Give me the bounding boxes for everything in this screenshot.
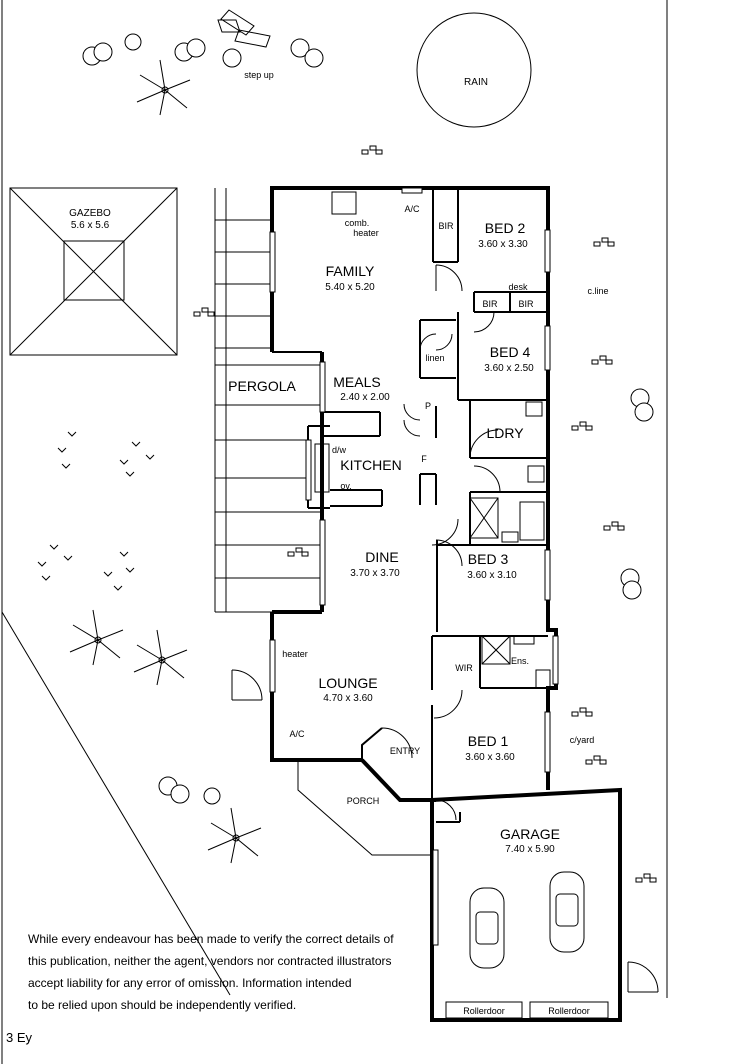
porch-label: PORCH	[347, 796, 380, 806]
bed3-size: 3.60 x 3.10	[467, 570, 517, 581]
c-line-label: c.line	[587, 286, 608, 296]
bed2-size: 3.60 x 3.30	[478, 239, 528, 250]
meals-size: 2.40 x 2.00	[340, 392, 390, 403]
linen-label: linen	[425, 353, 444, 363]
dine-size: 3.70 x 3.70	[350, 568, 400, 579]
pantry-label: P	[425, 401, 431, 411]
family-size: 5.40 x 5.20	[325, 282, 375, 293]
disclaimer-line: While every endeavour has been made to v…	[28, 932, 394, 946]
entry-label: ENTRY	[390, 746, 420, 756]
bed3-label: BED 3	[468, 551, 509, 567]
porch	[297, 760, 432, 856]
bir-right-label: BIR	[518, 299, 534, 309]
step-up-pavers	[217, 9, 271, 48]
disclaimer-line: to be relied upon should be independentl…	[28, 998, 297, 1012]
gazebo	[9, 187, 178, 356]
family-ac-label: A/C	[404, 204, 420, 214]
paver-marks	[193, 145, 657, 883]
step-up-label: step up	[244, 70, 274, 80]
disclaimer: While every endeavour has been made to v…	[28, 928, 428, 1016]
fridge-label: F	[421, 454, 427, 464]
bed1-size: 3.60 x 3.60	[465, 752, 515, 763]
grass-marks	[37, 431, 155, 591]
wir-label: WIR	[455, 663, 473, 673]
ensuite-label: Ens.	[511, 656, 529, 666]
site-boundary	[1, 0, 668, 1064]
dishwasher-label: d/w	[332, 445, 347, 455]
meals-label: MEALS	[333, 374, 380, 390]
rain-label: RAIN	[464, 77, 488, 88]
palm-icons	[69, 59, 262, 864]
pergola-slats	[214, 188, 322, 613]
dine-label: DINE	[365, 549, 398, 565]
bed2-label: BED 2	[485, 220, 526, 236]
desk-label: desk	[508, 282, 528, 292]
oven-label: ov.	[340, 481, 351, 491]
comb-heater-label-2: heater	[353, 228, 379, 238]
bed2-bir-label: BIR	[438, 221, 454, 231]
lounge-ac-label: A/C	[289, 729, 305, 739]
ldry-label: LDRY	[486, 425, 524, 441]
door-swings	[231, 264, 659, 993]
garage-size: 7.40 x 5.90	[505, 844, 555, 855]
rollerdoors	[445, 1001, 609, 1019]
gazebo-size: 5.6 x 5.6	[71, 220, 110, 231]
rain-tank	[416, 12, 532, 128]
garage-label: GARAGE	[500, 826, 560, 842]
fixtures	[314, 191, 551, 689]
gazebo-label: GAZEBO	[69, 208, 111, 219]
family-label: FAMILY	[326, 263, 375, 279]
car-icons	[469, 871, 585, 969]
windows	[269, 187, 559, 946]
lounge-size: 4.70 x 3.60	[323, 693, 373, 704]
kitchen-label: KITCHEN	[340, 457, 401, 473]
pergola-label: PERGOLA	[228, 378, 296, 394]
bed1-label: BED 1	[468, 733, 509, 749]
lounge-heater-label: heater	[282, 649, 308, 659]
disclaimer-line: this publication, neither the agent, ven…	[28, 954, 392, 968]
bir-left-label: BIR	[482, 299, 498, 309]
rollerdoor-2-label: Rollerdoor	[548, 1006, 590, 1016]
disclaimer-line: accept liability for any error of omissi…	[28, 976, 352, 990]
rollerdoor-1-label: Rollerdoor	[463, 1006, 505, 1016]
bed4-label: BED 4	[490, 344, 531, 360]
plan-reference: 3 Ey	[6, 1030, 33, 1045]
bed4-size: 3.60 x 2.50	[484, 363, 534, 374]
comb-heater-label-1: comb.	[345, 218, 370, 228]
tree-icons	[82, 33, 654, 805]
lounge-label: LOUNGE	[318, 675, 377, 691]
c-yard-label: c/yard	[570, 735, 595, 745]
